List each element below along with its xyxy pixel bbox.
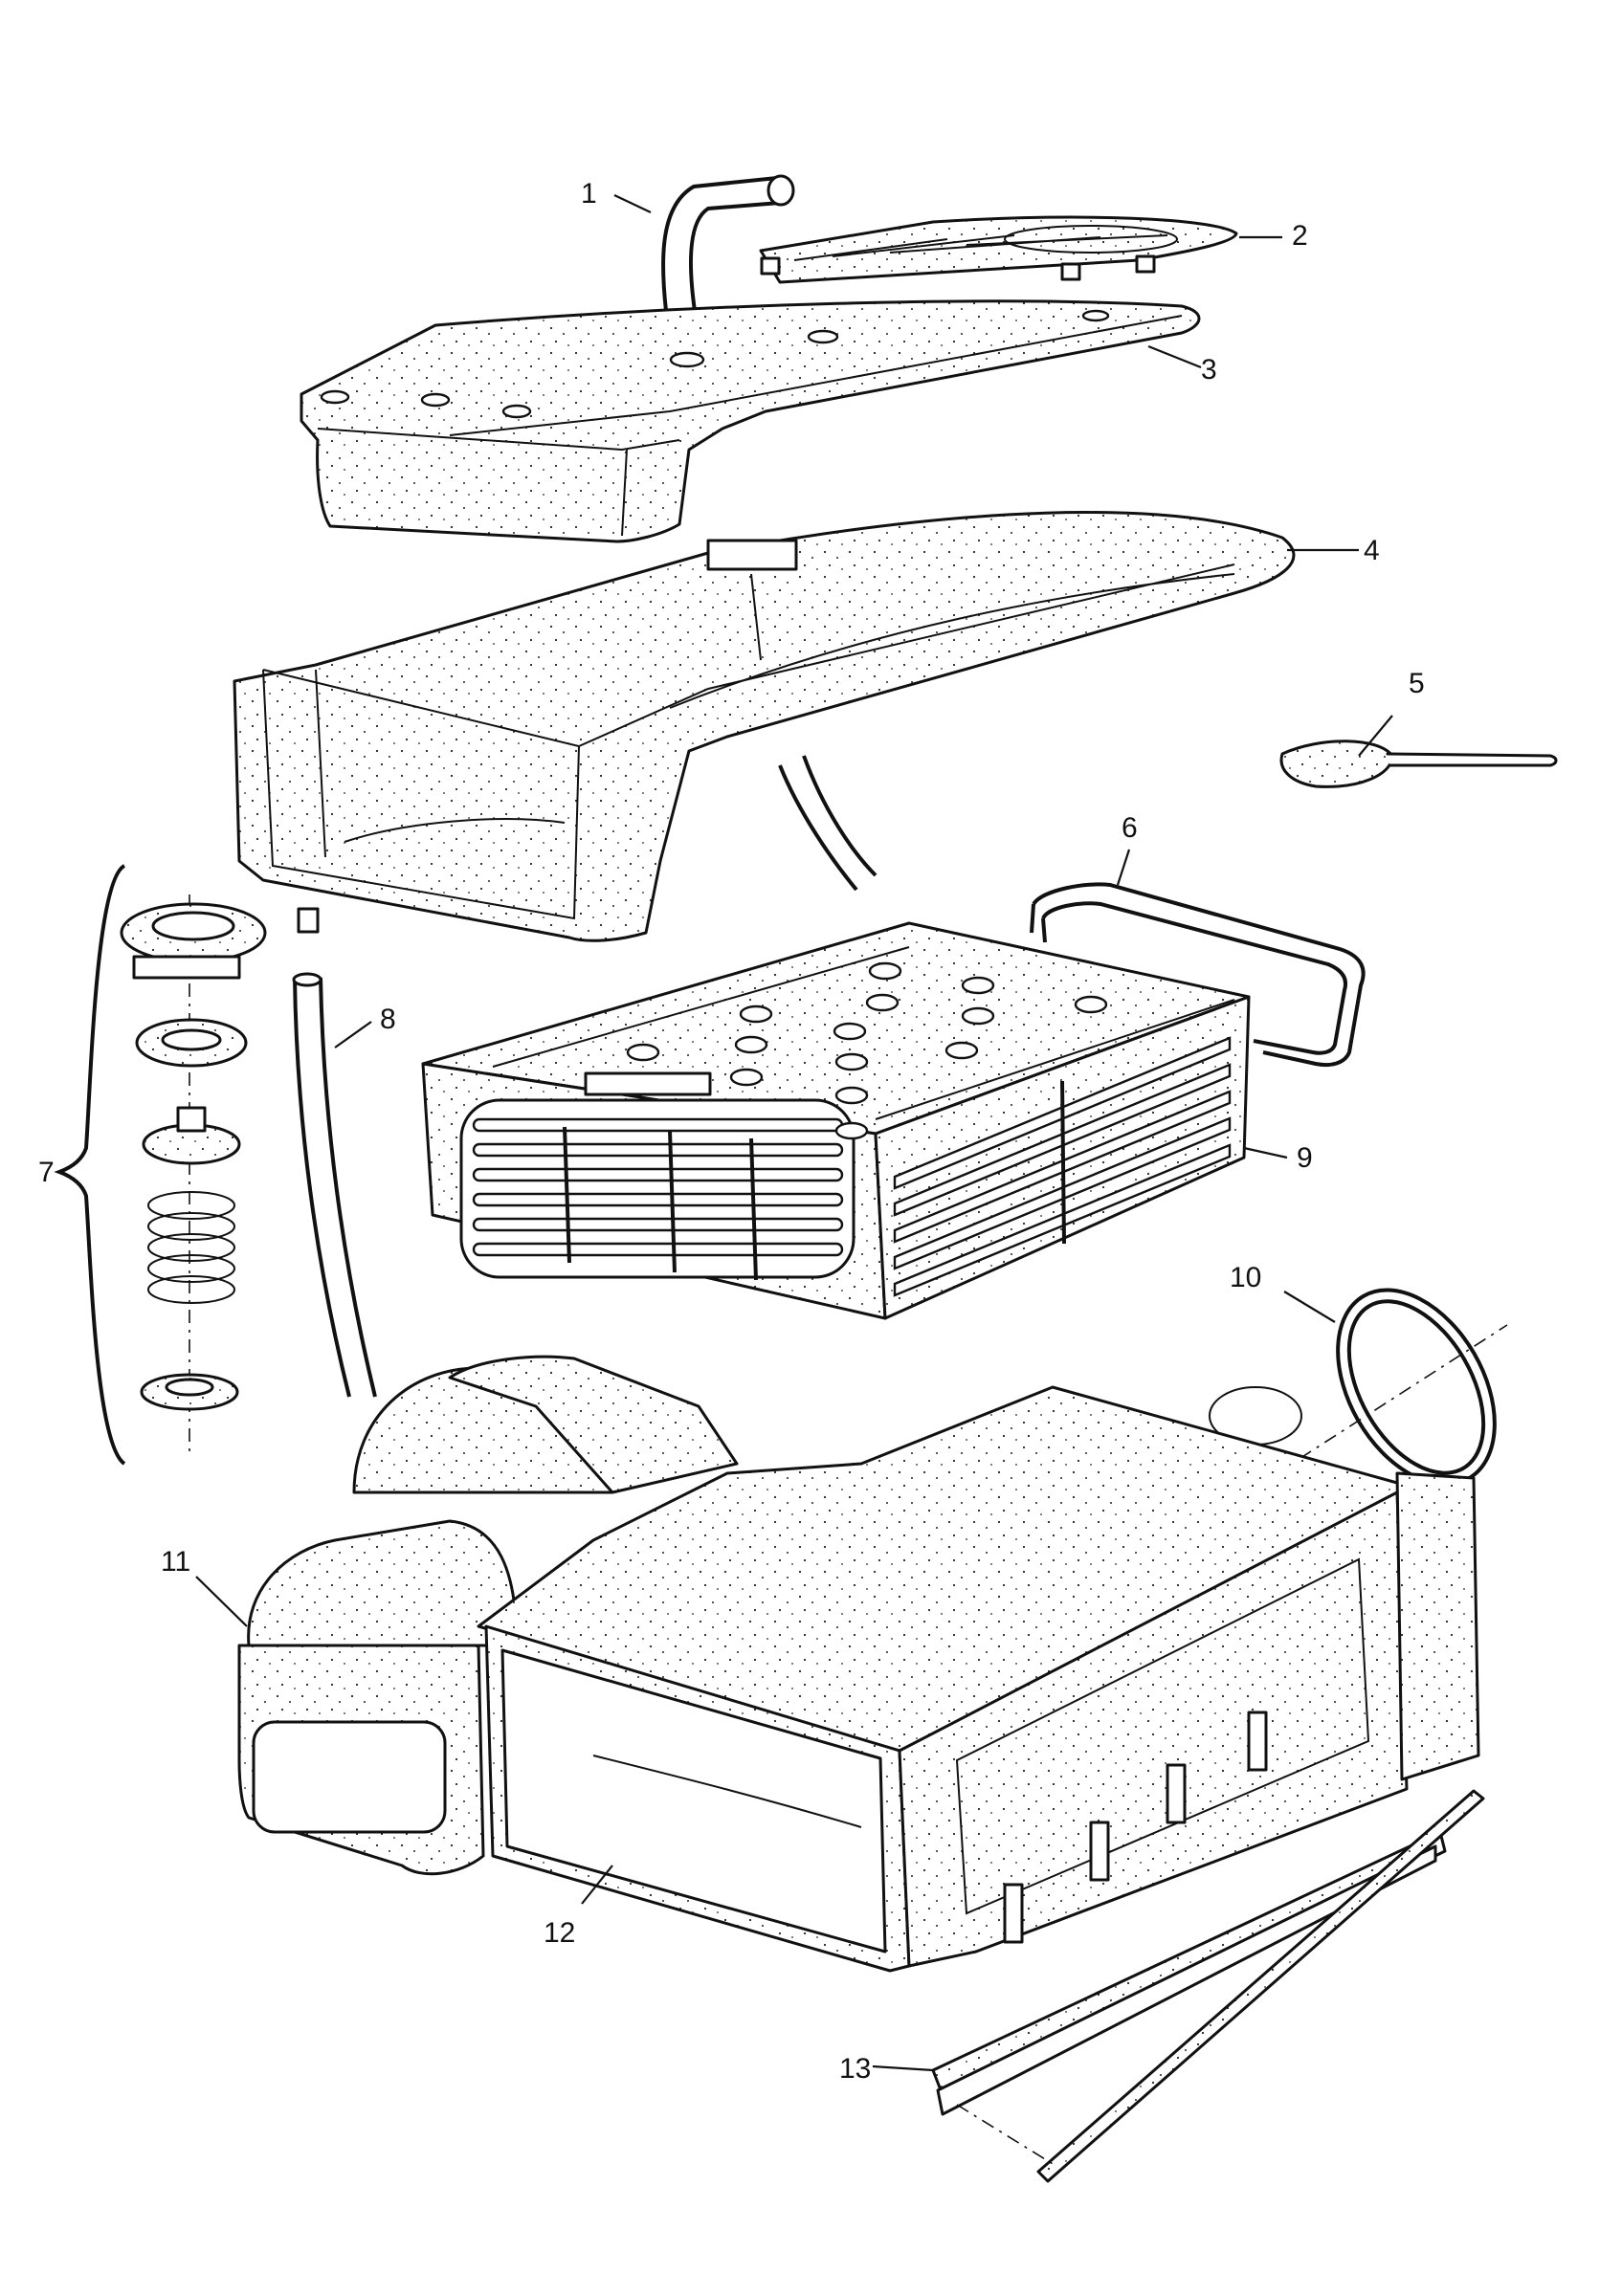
- label-13: 13: [839, 2053, 871, 2085]
- label-10: 10: [1230, 1262, 1261, 1293]
- label-5: 5: [1409, 668, 1425, 699]
- part-1-hose: [661, 174, 795, 312]
- part-8-drain-hose: [292, 972, 377, 1398]
- part-9-heat-exchanger: [421, 921, 1251, 1320]
- label-7: 7: [38, 1157, 55, 1188]
- leader-lines: [195, 194, 1393, 2072]
- part-4-housing-tray: [233, 511, 1296, 942]
- part-13-base-plate: [931, 1789, 1485, 2183]
- label-3: 3: [1201, 354, 1217, 386]
- label-11: 11: [161, 1546, 190, 1578]
- part-3-top-cover: [300, 299, 1201, 543]
- label-4: 4: [1364, 535, 1380, 566]
- part-2-fan-plate: [759, 215, 1238, 284]
- label-8: 8: [380, 1004, 396, 1035]
- label-9: 9: [1297, 1142, 1313, 1174]
- label-6: 6: [1122, 812, 1138, 844]
- part-6-gasket: [1030, 882, 1366, 1068]
- part-11-blower-housing: [237, 1355, 1302, 1876]
- label-1: 1: [581, 178, 597, 210]
- part-5-filter: [1279, 740, 1558, 788]
- part-12-base-duct: [477, 1385, 1480, 1973]
- part-9-dimples: [626, 961, 1108, 1140]
- label-2: 2: [1292, 220, 1308, 252]
- callout-labels: 1 2 3 4 5 6 7 8 9 10 11 12 13: [38, 178, 1425, 2085]
- part-7-valve-assembly: [54, 864, 267, 1466]
- label-12: 12: [544, 1917, 575, 1949]
- part-7-spring: [147, 1191, 235, 1304]
